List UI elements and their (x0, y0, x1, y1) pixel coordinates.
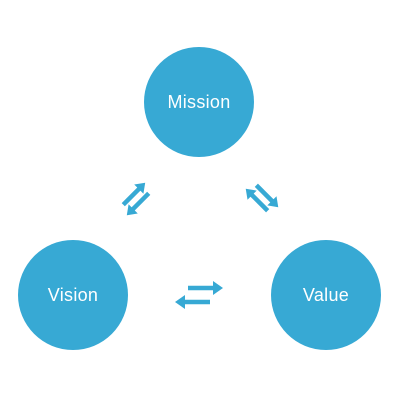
arrow-right (188, 281, 223, 295)
node-mission-label: Mission (167, 92, 230, 112)
arrow-left (245, 188, 270, 213)
arrow-right (254, 183, 279, 208)
connector-mission-value-arrows-icon (245, 183, 279, 213)
node-vision-circle (18, 240, 128, 350)
node-value: Value (271, 240, 381, 350)
node-mission: Mission (144, 47, 254, 157)
connector-mission-vision-arrows-icon (121, 182, 151, 216)
node-value-label: Value (303, 285, 349, 305)
connector-vision-value-arrows-icon (175, 281, 223, 309)
arrow-left (126, 191, 151, 216)
arrow-left (175, 295, 210, 309)
node-mission-circle (144, 47, 254, 157)
arrow-right (121, 182, 146, 207)
node-value-circle (271, 240, 381, 350)
node-vision: Vision (18, 240, 128, 350)
node-vision-label: Vision (48, 285, 99, 305)
